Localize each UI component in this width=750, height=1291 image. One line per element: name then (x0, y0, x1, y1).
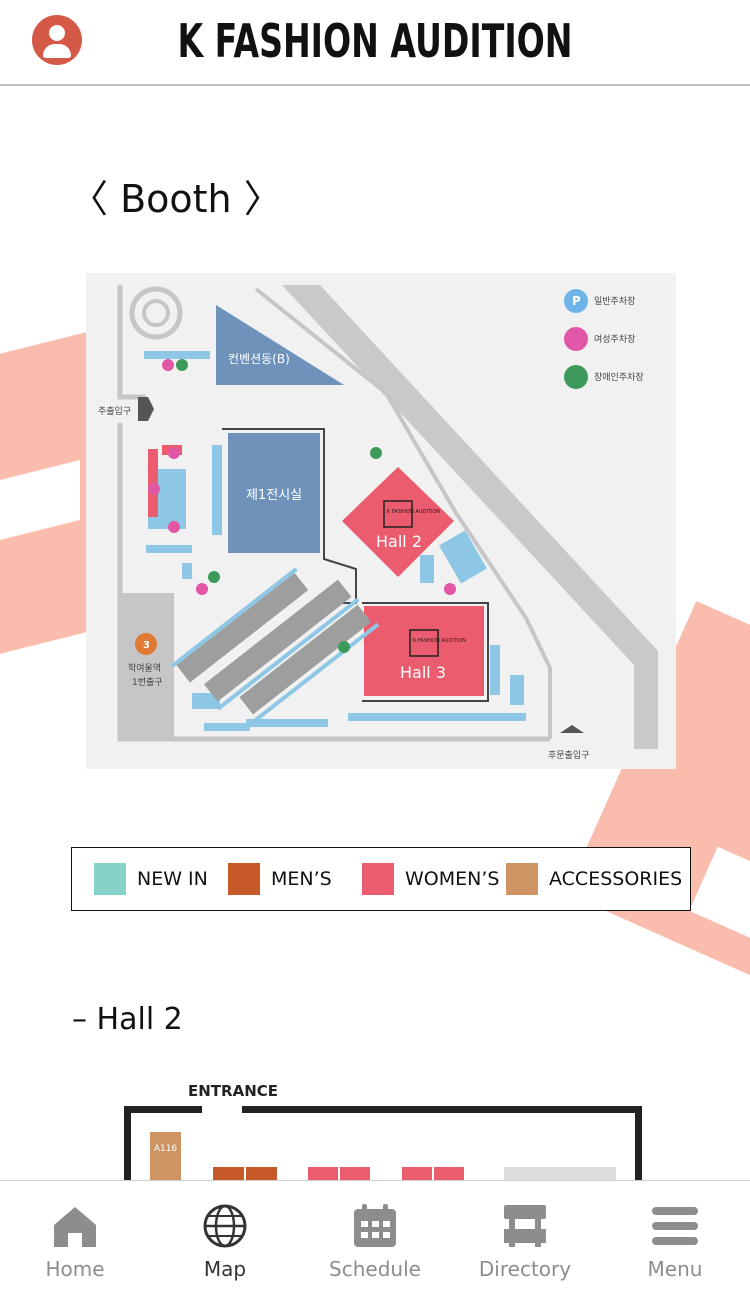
rear-entrance-arrow (560, 725, 584, 733)
general-parking-label: 일반주차장 (594, 295, 635, 307)
nav-label: Home (45, 1257, 105, 1281)
disabled-parking-icon (564, 365, 588, 389)
wall (124, 1106, 202, 1113)
nav-label: Directory (478, 1257, 572, 1281)
booth[interactable] (340, 1167, 370, 1183)
home-icon (54, 1207, 96, 1247)
nav-directory[interactable]: Directory (450, 1181, 600, 1291)
nav-map[interactable]: Map (150, 1181, 300, 1291)
globe-icon (203, 1204, 247, 1248)
entrance-label: ENTRANCE (188, 1082, 278, 1100)
nav-menu[interactable]: Menu (600, 1181, 750, 1291)
hall2-label: Hall 2 (376, 532, 422, 551)
rear-entrance-label: 후문출입구 (548, 749, 589, 761)
women-parking-icon (564, 327, 588, 351)
legend-label: ACCESSORIES (549, 868, 683, 890)
legend-swatch (506, 863, 538, 895)
hall2-floor-plan[interactable]: ENTRANCE A116 (120, 1075, 650, 1187)
booth-unassigned[interactable] (504, 1167, 616, 1183)
venue-map[interactable]: 컨벤션동(B) 제1전시실 Hall 2 Hall 3 K FASHION AU… (86, 273, 676, 769)
legend-swatch (228, 863, 260, 895)
app-header: K FASHION AUDITION (0, 0, 750, 86)
booth[interactable] (308, 1167, 338, 1183)
hall2-building (342, 467, 454, 577)
booth[interactable] (246, 1167, 277, 1183)
nav-label: Map (203, 1257, 247, 1281)
legend-swatch (94, 863, 126, 895)
station-block (120, 593, 174, 737)
booth[interactable] (434, 1167, 464, 1183)
convention-label: 컨벤션동(B) (228, 352, 290, 366)
legend-label: NEW IN (137, 868, 208, 890)
booth-a116[interactable]: A116 (150, 1132, 181, 1182)
women-parking-label: 여성주차장 (594, 333, 635, 345)
disabled-parking-label: 장애인주차장 (594, 371, 644, 383)
nav-schedule[interactable]: Schedule (300, 1181, 450, 1291)
legend-item-new-in[interactable]: NEW IN (94, 862, 208, 896)
hall3-building (364, 606, 484, 696)
section-title: 〈 Booth 〉 (70, 177, 282, 221)
hall1-label: 제1전시실 (246, 488, 302, 503)
user-icon[interactable] (32, 15, 82, 65)
menu-icon (652, 1207, 698, 1245)
hall3-label: Hall 3 (400, 663, 446, 682)
legend-label: MEN’S (271, 868, 332, 890)
app-title: K FASHION AUDITION (177, 14, 573, 68)
station-icon (135, 633, 157, 655)
nav-home[interactable]: Home (0, 1181, 150, 1291)
wall (242, 1106, 642, 1113)
station-label-line2: 1번출구 (132, 677, 163, 688)
station-number: 3 (143, 640, 150, 651)
legend-item-womens[interactable]: WOMEN’S (362, 862, 499, 896)
main-entrance-arrow (138, 397, 154, 421)
hall-section-title: – Hall 2 (72, 1002, 183, 1037)
parking-icon (564, 289, 588, 313)
ramp-icon (129, 286, 183, 340)
station-label-line1: 학여울역 (128, 662, 161, 674)
parking-symbol: P (572, 294, 581, 308)
booth-icon (504, 1205, 546, 1247)
calendar-icon (354, 1204, 396, 1247)
booth-label: A116 (153, 1144, 178, 1154)
wall (635, 1106, 642, 1186)
hall2-logo: K FASHION AUDITION (387, 509, 440, 515)
legend-item-accessories[interactable]: ACCESSORIES (506, 862, 682, 896)
hall3-logo: K FASHION AUDITION (413, 638, 466, 644)
legend-label: WOMEN’S (405, 868, 500, 890)
hall1-building (228, 433, 320, 553)
nav-label: Menu (647, 1257, 703, 1281)
bottom-nav: Home Map Schedule Direct (0, 1180, 750, 1291)
nav-label: Schedule (329, 1257, 421, 1281)
convention-building (216, 305, 344, 385)
category-legend: NEW IN MEN’S WOMEN’S ACCESSORIES (71, 847, 691, 911)
legend-item-mens[interactable]: MEN’S (228, 862, 332, 896)
booth[interactable] (213, 1167, 244, 1183)
legend-swatch (362, 863, 394, 895)
main-entrance-label: 주출입구 (98, 405, 131, 417)
booth[interactable] (402, 1167, 432, 1183)
wall (124, 1106, 131, 1186)
